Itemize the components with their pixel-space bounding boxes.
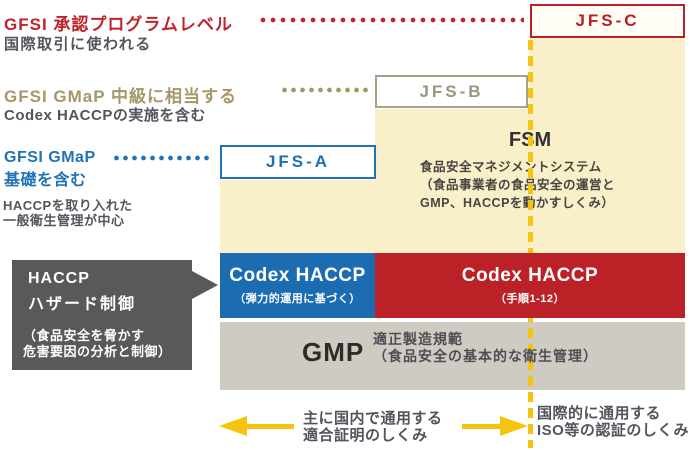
fsm-description-line1: 食品安全マネジメントシステム bbox=[420, 160, 602, 174]
codex-haccp-standard-title: Codex HACCP bbox=[461, 265, 599, 286]
fsm-area-step-a bbox=[220, 180, 685, 253]
jfs-b-label: JFS-B bbox=[419, 81, 484, 101]
jfs-c-label: JFS-C bbox=[575, 11, 640, 30]
gfsi-gmap-basic-sublabel-line1: HACCPを取り入れた bbox=[3, 198, 133, 213]
jfs-c-box: JFS-C bbox=[530, 4, 685, 38]
gmp-row bbox=[220, 322, 685, 390]
gfsi-approved-program-sublabel: 国際取引に使われる bbox=[4, 36, 152, 53]
codex-haccp-standard-box: Codex HACCP （手順1-12） bbox=[375, 253, 685, 318]
codex-haccp-flexible-title: Codex HACCP bbox=[229, 265, 366, 286]
left-arrow-head-icon bbox=[219, 416, 247, 436]
codex-haccp-flexible-subtitle: （弾力的運用に基づく） bbox=[234, 293, 361, 305]
haccp-hazard-control-callout: HACCP ハザード制御 （食品安全を脅かす 危害要因の分析と制御） bbox=[12, 260, 192, 370]
codex-haccp-flexible-box: Codex HACCP （弾力的運用に基づく） bbox=[220, 253, 375, 318]
tan-dotted-leader-line bbox=[280, 87, 372, 93]
fsm-area-step-c bbox=[530, 38, 685, 109]
right-arrow-head-icon bbox=[500, 416, 528, 436]
haccp-callout-title-line1: HACCP bbox=[28, 270, 90, 287]
gfsi-gmap-basic-sublabel-line2: 一般衛生管理が中心 bbox=[3, 213, 125, 228]
callout-pointer-triangle-icon bbox=[192, 271, 218, 299]
gfsi-gmap-intermediate-label: GFSI GMaP 中級に相当する bbox=[4, 87, 237, 106]
haccp-callout-title-line2: ハザード制御 bbox=[28, 296, 137, 313]
international-scheme-caption-line1: 国際的に通用する bbox=[537, 405, 662, 422]
jfs-a-box: JFS-A bbox=[220, 145, 376, 179]
gmp-description: 適正製造規範 （食品安全の基本的な衛生管理） bbox=[373, 331, 598, 365]
gfsi-gmap-basic-label-line2: 基礎を含む bbox=[4, 172, 87, 189]
red-dotted-leader-line bbox=[258, 17, 524, 23]
international-scheme-caption-line2: ISO等の認証のしくみ bbox=[537, 422, 689, 439]
right-arrow-shaft bbox=[462, 424, 504, 429]
blue-dotted-leader-line bbox=[112, 155, 212, 161]
fsm-description-line2: （食品事業者の食品安全の運営と bbox=[420, 178, 616, 192]
gfsi-approved-program-label: GFSI 承認プログラムレベル bbox=[4, 15, 233, 34]
domestic-scheme-caption: 主に国内で通用する 適合証明のしくみ bbox=[303, 410, 443, 444]
jfs-b-box: JFS-B bbox=[375, 75, 528, 108]
haccp-callout-sub-line1: （食品安全を脅かす bbox=[23, 328, 145, 343]
gmp-title: GMP bbox=[302, 337, 365, 367]
domestic-scheme-caption-line2: 適合証明のしくみ bbox=[303, 427, 428, 444]
domestic-scheme-caption-line1: 主に国内で通用する bbox=[303, 410, 443, 427]
left-arrow-shaft bbox=[244, 424, 294, 429]
haccp-callout-sub-line2: 危害要因の分析と制御） bbox=[23, 344, 172, 359]
gmp-description-line1: 適正製造規範 bbox=[373, 331, 463, 347]
jfs-a-label: JFS-A bbox=[265, 152, 331, 171]
gmp-description-line2: （食品安全の基本的な衛生管理） bbox=[373, 348, 598, 364]
international-scheme-caption: 国際的に通用する ISO等の認証のしくみ bbox=[537, 405, 689, 439]
fsm-description: 食品安全マネジメントシステム （食品事業者の食品安全の運営と GMP、HACCP… bbox=[420, 158, 615, 212]
gfsi-gmap-intermediate-sublabel: Codex HACCPの実施を含む bbox=[4, 107, 206, 124]
gfsi-gmap-basic-label: GFSI GMaP bbox=[4, 149, 96, 166]
domestic-international-divider-dashed-line bbox=[528, 40, 533, 448]
fsm-description-line3: GMP、HACCPを動かすしくみ） bbox=[420, 196, 615, 210]
codex-haccp-standard-subtitle: （手順1-12） bbox=[494, 293, 566, 305]
